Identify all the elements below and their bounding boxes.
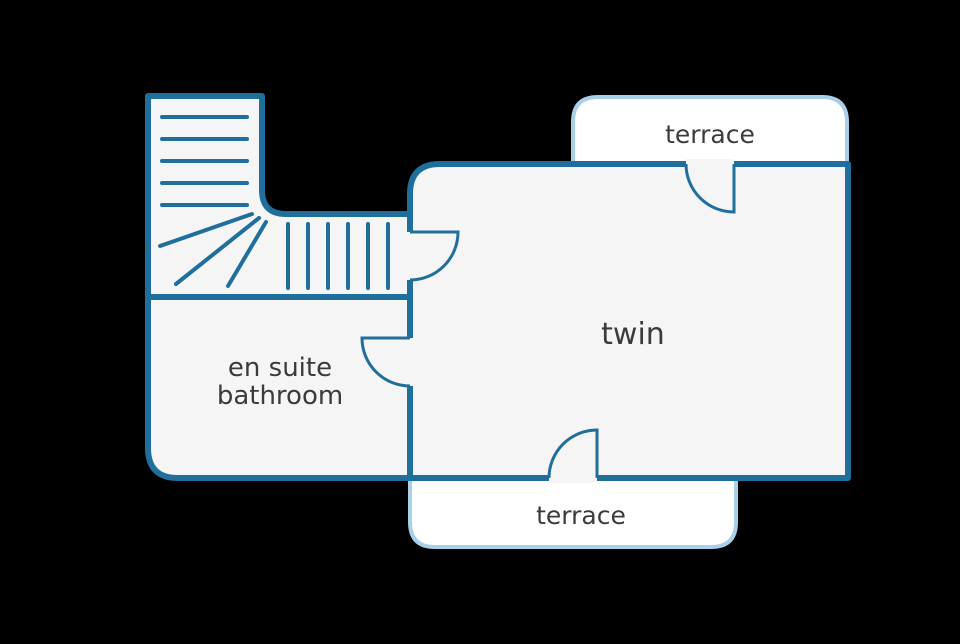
- stair-treads-upper: [160, 115, 249, 207]
- stair-treads-lower: [286, 222, 390, 290]
- bathroom-label-line1: en suite: [228, 353, 332, 383]
- twin-label: twin: [601, 317, 665, 352]
- door-twin-terrace-bottom: [547, 428, 599, 483]
- stair-treads-winders: [158, 212, 268, 288]
- terrace-bottom-area: [408, 476, 738, 549]
- twin-room-area: [407, 161, 851, 481]
- door-twin-terrace-top: [684, 159, 736, 214]
- door-stairs-twin: [405, 230, 460, 282]
- bathroom-label-line2: bathroom: [217, 381, 343, 411]
- terrace-top-label: terrace: [665, 120, 755, 149]
- door-bathroom-twin: [360, 336, 415, 388]
- terrace-bottom-label: terrace: [536, 501, 626, 530]
- stair-bathroom-block: [145, 93, 413, 481]
- terrace-top-area: [571, 95, 849, 168]
